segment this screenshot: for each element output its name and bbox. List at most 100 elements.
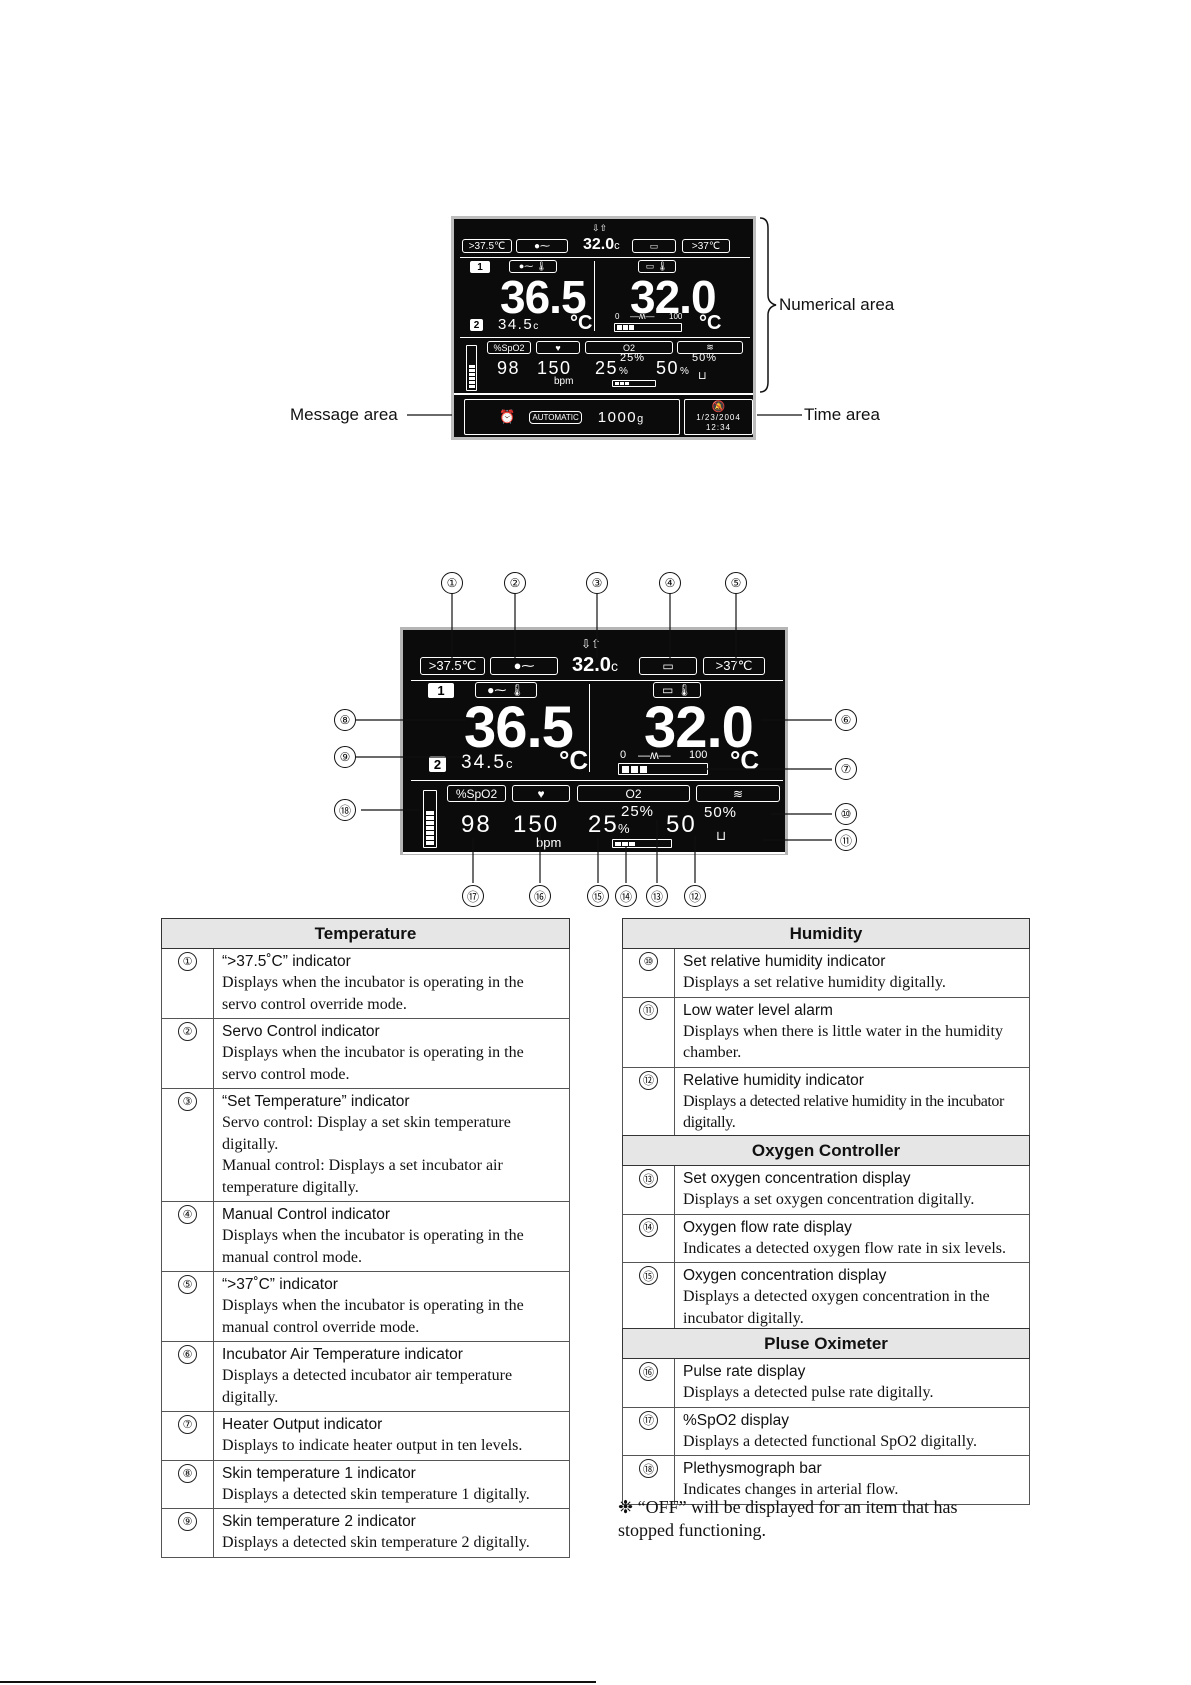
weight-value: 1000 bbox=[597, 408, 638, 426]
pulse-unit: bpm bbox=[536, 835, 562, 850]
temperature-title: Temperature bbox=[161, 918, 570, 949]
o2-label: O2 bbox=[625, 786, 642, 801]
heater-output-bar bbox=[614, 323, 682, 332]
marker-11: ⑪ bbox=[835, 829, 857, 851]
row-desc: Displays a detected skin temperature 2 d… bbox=[222, 1534, 530, 1551]
override-low-indicator: >37℃ bbox=[703, 657, 765, 675]
skin-temp-unit: °C bbox=[570, 312, 593, 334]
row-desc: Displays a detected relative humidity in… bbox=[683, 1092, 1004, 1132]
row-desc: Servo control: Display a set skin temper… bbox=[222, 1114, 511, 1153]
date-value: 1/23/2004 bbox=[696, 412, 741, 422]
row-number: ⑬ bbox=[639, 1169, 658, 1188]
skin-temp-2-unit: c bbox=[505, 756, 515, 771]
humidity-set-value: 50% bbox=[692, 352, 718, 364]
o2-flow-bar bbox=[612, 839, 672, 848]
row-number: ⑰ bbox=[639, 1410, 658, 1430]
plethysmograph-bar bbox=[466, 345, 477, 391]
row-number: ⑮ bbox=[639, 1266, 658, 1285]
row-desc: Displays when the incubator is operating… bbox=[222, 1044, 524, 1083]
marker-12: ⑫ bbox=[684, 885, 706, 907]
row-desc: Displays when the incubator is operating… bbox=[222, 1227, 524, 1266]
row-desc-2: Manual control: Displays a set incubator… bbox=[222, 1157, 503, 1196]
o2-value: 25 bbox=[588, 811, 619, 838]
row-desc: Displays a detected incubator air temper… bbox=[222, 1367, 513, 1406]
baby-icon: ●⁓ bbox=[533, 240, 551, 252]
row-title: Manual Control indicator bbox=[222, 1206, 391, 1223]
overview-display: >37.5℃ ●⁓ ⇩⇧ 32.0c ▭ >37℃ 1 ●⁓ 🌡 36.5 2 … bbox=[451, 216, 756, 440]
marker-10: ⑩ bbox=[835, 803, 857, 825]
spo2-label-box: %SpO2 bbox=[447, 785, 506, 802]
row-title: Low water level alarm bbox=[683, 1001, 833, 1019]
row-number: ⑱ bbox=[639, 1459, 658, 1478]
row-title: Heater Output indicator bbox=[222, 1416, 383, 1433]
row-number: ⑥ bbox=[178, 1345, 197, 1364]
set-temperature: 32.0c bbox=[583, 236, 620, 254]
incubator-icon: ▭ bbox=[649, 240, 659, 251]
mode-badge: AUTOMATIC bbox=[529, 410, 582, 424]
row-desc: Displays a detected oxygen concentration… bbox=[683, 1288, 990, 1327]
time-area: 🔕 1/23/2004 12:34 bbox=[684, 399, 753, 435]
servo-control-indicator: ●⁓ bbox=[490, 657, 558, 675]
heart-icon: ♥ bbox=[512, 785, 570, 802]
water-level-icon: ⊔ bbox=[698, 370, 707, 382]
footnote: ❉ “OFF” will be displayed for an item th… bbox=[618, 1497, 958, 1540]
numerical-area-callout: Numerical area bbox=[779, 295, 895, 314]
override-high-label: >37.5℃ bbox=[428, 658, 477, 673]
marker-15: ⑮ bbox=[587, 885, 609, 907]
row-number: ④ bbox=[178, 1205, 197, 1224]
overview-callout-lines bbox=[407, 217, 802, 416]
row-title: %SpO2 display bbox=[683, 1411, 789, 1429]
o2-set-value: 25% bbox=[621, 803, 655, 820]
row-number: ⑫ bbox=[639, 1070, 658, 1090]
skin-channel-2-badge: 2 bbox=[470, 319, 483, 331]
skin-temp-2-unit: c bbox=[533, 321, 540, 332]
override-low-label: >37℃ bbox=[691, 240, 721, 252]
skin-temp-2: 34.5c bbox=[461, 752, 514, 774]
humidity-value: 50 bbox=[656, 358, 680, 378]
override-high-label: >37.5℃ bbox=[468, 240, 506, 252]
override-high-indicator: >37.5℃ bbox=[462, 239, 512, 253]
marker-6: ⑥ bbox=[835, 709, 857, 731]
skin-temp-2-value: 34.5 bbox=[498, 316, 534, 333]
heart-icon: ♥ bbox=[536, 341, 580, 354]
row-title: Pulse rate display bbox=[683, 1363, 806, 1380]
marker-5: ⑤ bbox=[725, 572, 747, 594]
humidity-title: Humidity bbox=[622, 918, 1030, 949]
alarm-silence-icon: 🔕 bbox=[711, 400, 726, 413]
override-low-indicator: >37℃ bbox=[682, 239, 730, 253]
skin-temp-unit: °C bbox=[559, 745, 589, 775]
row-desc: Displays when the incubator is operating… bbox=[222, 1297, 524, 1336]
marker-4: ④ bbox=[659, 572, 681, 594]
row-title: Skin temperature 1 indicator bbox=[222, 1464, 416, 1482]
heater-min: 0 bbox=[615, 312, 620, 321]
weight-unit: g bbox=[637, 412, 645, 425]
o2-unit: % bbox=[619, 366, 628, 377]
skin-channel-1-badge: 1 bbox=[428, 683, 454, 698]
row-number: ⑪ bbox=[639, 1000, 658, 1020]
skin-probe-icon: ●⁓ 🌡 bbox=[509, 260, 557, 273]
row-desc: Displays a set oxygen concentration digi… bbox=[683, 1191, 975, 1208]
marker-18: ⑱ bbox=[334, 799, 356, 821]
spo2-value: 98 bbox=[461, 811, 492, 838]
incubator-icon: ▭ bbox=[662, 659, 674, 673]
marker-16: ⑯ bbox=[529, 885, 551, 907]
row-number: ⑩ bbox=[639, 952, 658, 971]
skin-temp-2-value: 34.5 bbox=[461, 752, 506, 773]
detail-display: ⇩⇧ >37.5℃ ●⁓ 32.0c ▭ >37℃ 1 ●⁓ 🌡 36.5 2 … bbox=[400, 627, 788, 855]
time-area-callout: Time area bbox=[804, 405, 880, 424]
humidity-icon: ≋ bbox=[677, 341, 743, 354]
skin-channel-1-badge: 1 bbox=[470, 261, 490, 273]
row-desc: Indicates a detected oxygen flow rate in… bbox=[683, 1239, 1006, 1257]
spo2-value: 98 bbox=[497, 358, 521, 378]
heater-max: 100 bbox=[669, 312, 683, 321]
alarm-clock-icon: ⏰ bbox=[499, 409, 516, 424]
row-title: Oxygen flow rate display bbox=[683, 1218, 852, 1236]
row-number: ⑨ bbox=[178, 1512, 197, 1531]
set-temperature-unit: c bbox=[614, 240, 620, 252]
row-number: ⑯ bbox=[639, 1362, 658, 1381]
row-desc: Displays when the incubator is operating… bbox=[222, 974, 524, 1013]
row-desc: Displays a detected pulse rate digitally… bbox=[683, 1384, 934, 1401]
row-desc: Indicates changes in arterial flow. bbox=[683, 1481, 899, 1498]
